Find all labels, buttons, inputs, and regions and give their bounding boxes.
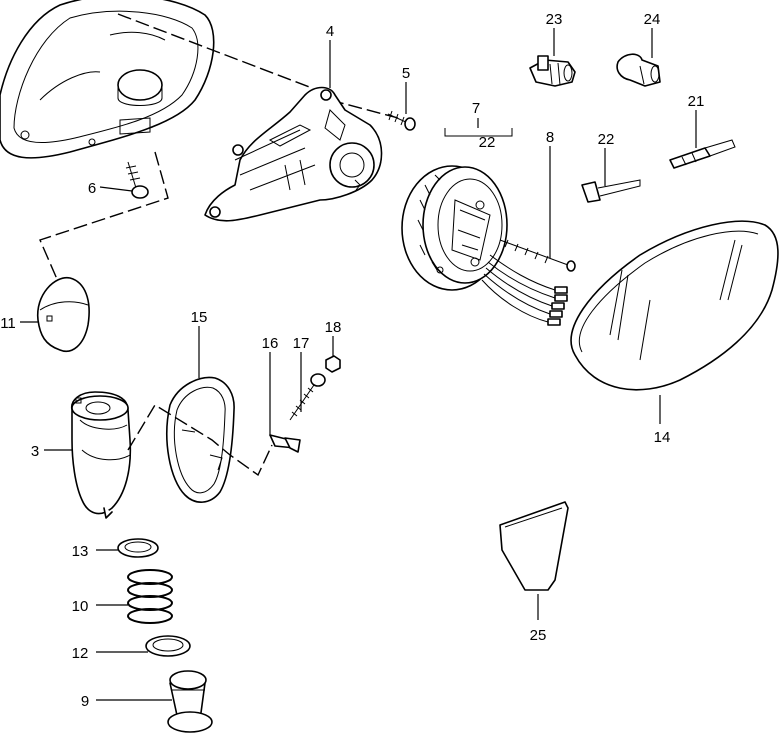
- callout-22-top: 22: [479, 134, 496, 151]
- callout-18: 18: [325, 319, 342, 336]
- callout-6: 6: [88, 180, 96, 197]
- callout-12: 12: [72, 645, 89, 662]
- callout-24: 24: [644, 11, 661, 28]
- gasket-15: [166, 376, 235, 503]
- leader-lines: [20, 28, 697, 701]
- callout-21: 21: [688, 93, 705, 110]
- connector-24: [616, 53, 661, 87]
- lamp-housing-3: [70, 391, 132, 519]
- screw-6: [125, 161, 149, 199]
- callout-23: 23: [546, 11, 563, 28]
- nut-18: [325, 355, 341, 373]
- plate-25: [499, 501, 569, 591]
- lamp-lens-11: [37, 277, 90, 352]
- callout-7: 7: [472, 100, 480, 117]
- socket-9: [167, 670, 213, 733]
- assembly-line-lamp: [127, 404, 273, 477]
- callout-13: 13: [72, 543, 89, 560]
- callout-17: 17: [293, 335, 310, 352]
- screw-5: [387, 110, 416, 131]
- ring-12: [145, 635, 191, 657]
- contact-pin-22: [581, 179, 641, 203]
- callout-14: 14: [654, 429, 671, 446]
- mirror-bracket-4: [204, 86, 383, 222]
- callout-9: 9: [81, 693, 89, 710]
- mirror-glass-14: [570, 220, 779, 391]
- callout-25: 25: [530, 627, 547, 644]
- callout-15: 15: [191, 309, 208, 326]
- callout-11: 11: [0, 315, 16, 332]
- mirror-housing: [0, 0, 215, 159]
- callout-3: 3: [31, 443, 39, 460]
- callout-10: 10: [72, 598, 89, 615]
- callout-8: 8: [546, 129, 554, 146]
- snap-ring-13: [117, 538, 159, 558]
- spring-10: [127, 569, 173, 624]
- callout-5: 5: [402, 65, 410, 82]
- callout-16: 16: [262, 335, 279, 352]
- assembly-line-housing-lamp: [39, 151, 169, 287]
- assembly-line-bracket-screw: [329, 99, 399, 119]
- adjuster-motor-7: [401, 128, 568, 326]
- assembly-line-housing-bracket: [117, 13, 313, 89]
- callout-4: 4: [326, 23, 334, 40]
- screw-17: [289, 373, 326, 421]
- callout-labels: 23 24 4 5 7 22 8 22 21 6 11 15 16 17 18 …: [0, 11, 704, 710]
- screw-8: [499, 239, 576, 272]
- callout-22-right: 22: [598, 131, 615, 148]
- clip-16: [269, 434, 301, 453]
- contact-pin-21: [669, 139, 736, 169]
- connector-23: [529, 55, 576, 87]
